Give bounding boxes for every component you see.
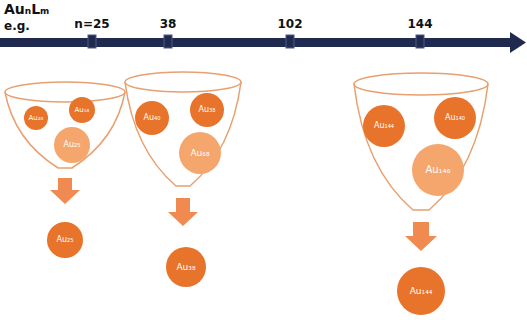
circle-fill xyxy=(135,101,169,135)
cluster-circle: Au₃₈ xyxy=(190,93,224,127)
circle-fill xyxy=(69,97,95,123)
circle-fill xyxy=(190,93,224,127)
circle-fill xyxy=(54,127,90,163)
heading-label: AuₙLₘ xyxy=(4,2,49,17)
cluster-label: Au₂₅ xyxy=(57,236,74,244)
cluster-circle: Au₂₅ xyxy=(47,222,83,258)
cluster-circle: Au₁₄₆ xyxy=(412,144,464,196)
tick-mark xyxy=(416,35,424,48)
cluster-label: Au₄₀ xyxy=(144,114,161,122)
cluster-label: Au₃₈ xyxy=(199,106,216,114)
cluster-circle: Au₁₄₀ xyxy=(434,97,476,139)
tick-label: 102 xyxy=(277,18,302,31)
tick-mark xyxy=(88,35,96,48)
cluster-circle: Au₄₀ xyxy=(135,101,169,135)
cluster-circle: Au₂₅ xyxy=(54,127,90,163)
tick-mark xyxy=(164,35,172,48)
cluster-label: Au₂₅ xyxy=(64,141,81,149)
tick-label: 38 xyxy=(160,18,177,31)
circle-fill xyxy=(24,106,48,130)
cluster-label: Au₁₄₀ xyxy=(445,114,465,122)
cluster-label: Au₁₄₆ xyxy=(425,165,450,175)
cluster-label: Au₁₄₄ xyxy=(410,287,433,296)
cluster-label: Au₆₈ xyxy=(190,149,209,158)
down-arrow xyxy=(405,222,437,251)
down-arrow xyxy=(168,198,198,226)
cluster-label: Au₁₈ xyxy=(75,107,90,114)
circle-fill xyxy=(397,267,445,315)
cluster-label: Au₁₄₄ xyxy=(374,122,394,130)
circle-fill xyxy=(363,105,405,147)
tick-label: n=25 xyxy=(74,18,109,31)
cluster-circle: Au₆₈ xyxy=(179,132,221,174)
down-arrow xyxy=(50,178,80,204)
circle-fill xyxy=(47,222,83,258)
cluster-circle: Au₁₈ xyxy=(69,97,95,123)
funnel xyxy=(125,72,241,186)
timeline-arrowhead xyxy=(510,32,526,53)
cluster-circle: Au₂₀ xyxy=(24,106,48,130)
cluster-label: Au₃₈ xyxy=(176,263,195,272)
tick-mark xyxy=(286,35,294,48)
heading-label: e.g. xyxy=(4,20,30,33)
funnel xyxy=(5,82,125,168)
cluster-circle: Au₁₄₄ xyxy=(363,105,405,147)
funnel xyxy=(354,73,488,210)
tick-label: 144 xyxy=(407,18,432,31)
circle-fill xyxy=(166,247,206,287)
circle-fill xyxy=(412,144,464,196)
timeline-bar xyxy=(0,38,512,47)
cluster-circle: Au₁₄₄ xyxy=(397,267,445,315)
cluster-circle: Au₃₈ xyxy=(166,247,206,287)
cluster-label: Au₂₀ xyxy=(29,115,44,122)
circle-fill xyxy=(434,97,476,139)
circle-fill xyxy=(179,132,221,174)
